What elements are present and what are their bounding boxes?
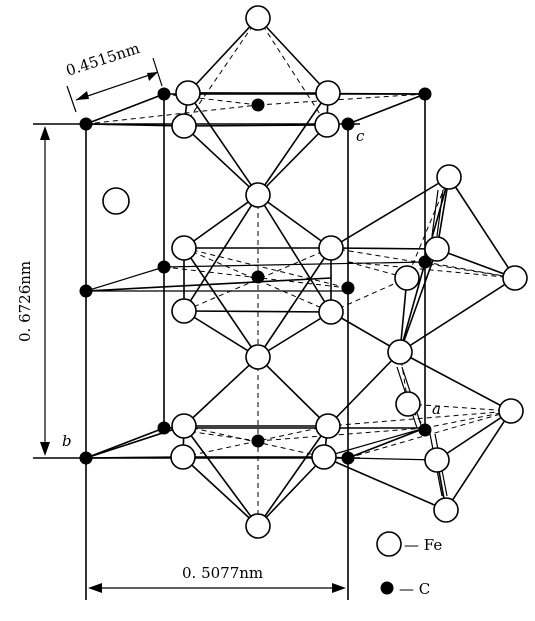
fe-atom	[395, 391, 421, 417]
fe-atom	[245, 513, 271, 539]
fe-atom	[318, 235, 344, 261]
legend-fe-symbol	[376, 531, 402, 557]
legend-fe-label: — Fe	[404, 536, 442, 554]
fe-atom	[314, 112, 340, 138]
height-dimension-label: 0. 6726nm	[16, 261, 34, 342]
fe-atom	[171, 113, 197, 139]
c-atom	[251, 98, 265, 112]
fe-atom	[102, 187, 130, 215]
fe-atom	[315, 80, 341, 106]
fe-atom	[245, 182, 271, 208]
fe-atom	[424, 447, 450, 473]
legend-c-label: — C	[399, 580, 430, 598]
c-atom	[251, 434, 265, 448]
fe-atom	[171, 235, 197, 261]
axis-label-a: a	[432, 400, 441, 418]
fe-atom	[436, 164, 462, 190]
c-atom	[341, 451, 355, 465]
width-dimension-label: 0.4515nm	[64, 39, 142, 80]
c-atom	[157, 260, 171, 274]
fe-atom	[498, 398, 524, 424]
c-atom	[341, 281, 355, 295]
c-atoms	[79, 87, 432, 465]
c-atom	[157, 421, 171, 435]
dimension-markers	[40, 57, 346, 593]
c-atom	[79, 284, 93, 298]
c-atom	[418, 423, 432, 437]
c-atom	[418, 87, 432, 101]
fe-atom	[424, 236, 450, 262]
c-atom	[79, 451, 93, 465]
legend: — Fe — C	[376, 531, 442, 598]
c-atom	[79, 117, 93, 131]
c-atom	[418, 255, 432, 269]
legend-c-symbol	[380, 581, 394, 595]
axis-label-c: c	[356, 127, 365, 145]
fe-atom	[315, 413, 341, 439]
fe-atom	[502, 265, 528, 291]
fe-atom	[245, 344, 271, 370]
unit-cell-frame	[33, 93, 426, 600]
c-atom	[157, 87, 171, 101]
fe-atom	[387, 339, 413, 365]
depth-dimension-label: 0. 5077nm	[182, 564, 263, 582]
fe-atoms	[102, 5, 528, 539]
fe-atom	[394, 265, 420, 291]
fe-atom	[175, 80, 201, 106]
fe-atom	[171, 298, 197, 324]
fe-atom	[171, 413, 197, 439]
c-atom	[341, 117, 355, 131]
fe-atom	[311, 444, 337, 470]
fe-atom	[245, 5, 271, 31]
c-atom	[251, 270, 265, 284]
axis-label-b: b	[62, 432, 72, 450]
fe-atom	[433, 497, 459, 523]
fe-atom	[170, 444, 196, 470]
right-octahedra	[323, 176, 516, 511]
fe-atom	[318, 299, 344, 325]
